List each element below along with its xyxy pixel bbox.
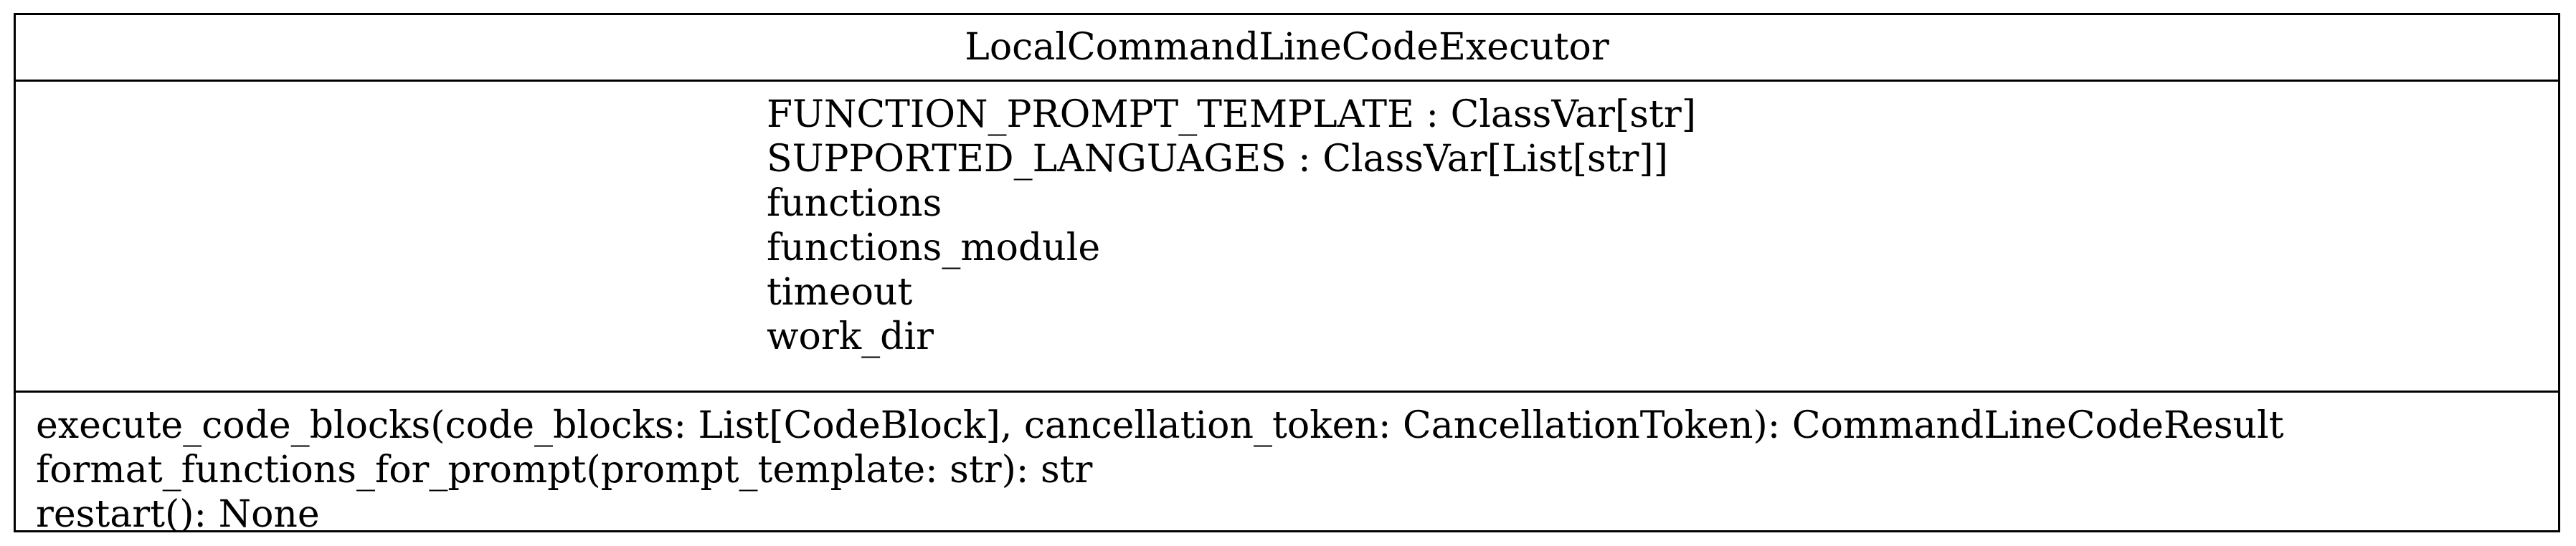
- attribute-timeout: timeout: [767, 271, 913, 314]
- uml-class-box: LocalCommandLineCodeExecutor FUNCTION_PR…: [14, 13, 2560, 536]
- attribute-functions: functions: [767, 182, 942, 225]
- attribute-functions-module: functions_module: [767, 226, 1101, 269]
- method-restart: restart(): None: [36, 493, 320, 536]
- method-format-functions-for-prompt: format_functions_for_prompt(prompt_templ…: [36, 449, 1093, 492]
- attribute-supported-languages: SUPPORTED_LANGUAGES : ClassVar[List[str]…: [767, 138, 1668, 181]
- class-name: LocalCommandLineCodeExecutor: [965, 26, 1609, 69]
- attribute-work-dir: work_dir: [767, 315, 934, 358]
- methods-list: execute_code_blocks(code_blocks: List[Co…: [36, 403, 2284, 537]
- class-title-section: LocalCommandLineCodeExecutor: [16, 15, 2558, 82]
- attributes-list: FUNCTION_PROMPT_TEMPLATE : ClassVar[str]…: [767, 92, 1696, 359]
- attribute-function-prompt-template: FUNCTION_PROMPT_TEMPLATE : ClassVar[str]: [767, 93, 1697, 136]
- method-execute-code-blocks: execute_code_blocks(code_blocks: List[Co…: [36, 404, 2284, 447]
- attributes-section: FUNCTION_PROMPT_TEMPLATE : ClassVar[str]…: [16, 82, 2558, 393]
- methods-section: execute_code_blocks(code_blocks: List[Co…: [16, 393, 2558, 536]
